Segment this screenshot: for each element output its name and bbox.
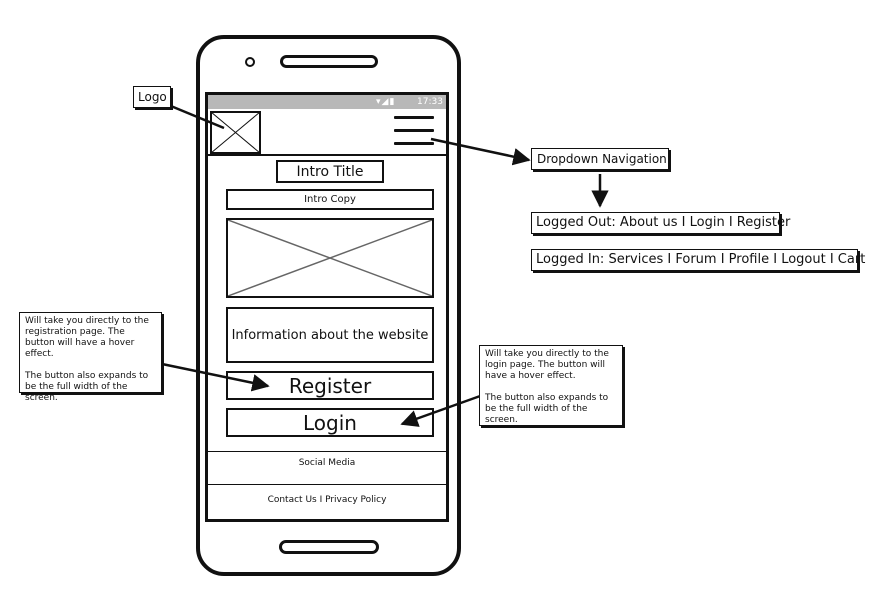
register-note: Will take you directly to the registrati…: [19, 312, 162, 403]
register-note-text: Will take you directly to the registrati…: [25, 316, 149, 359]
logo-placeholder[interactable]: [210, 111, 261, 154]
logged-out-nav-items: Logged Out: About us I Login I Register: [531, 212, 790, 234]
image-placeholder-icon: [227, 219, 433, 297]
logo-label: Logo: [133, 86, 171, 108]
status-bar: [208, 95, 446, 109]
dropdown-arrow: [430, 137, 531, 166]
hero-image-placeholder: [226, 218, 434, 298]
footer-social-media[interactable]: Social Media: [298, 458, 356, 468]
footer-divider: [208, 451, 446, 452]
status-time: 17:33: [417, 97, 443, 107]
login-button[interactable]: Login: [226, 408, 434, 437]
logo-arrow: [165, 102, 225, 130]
register-note-text: The button also expands to be the full w…: [25, 371, 149, 403]
status-icons: ▾◢▮: [376, 97, 396, 107]
hamburger-menu-icon[interactable]: [394, 116, 434, 148]
logged-in-nav-items: Logged In: Services I Forum I Profile I …: [531, 249, 865, 271]
home-button[interactable]: [279, 540, 379, 554]
login-note: Will take you directly to the login page…: [479, 345, 623, 426]
login-note-text: The button also expands to be the full w…: [485, 393, 609, 425]
camera-icon: [245, 57, 255, 67]
speaker-slot: [280, 55, 378, 68]
footer-links[interactable]: Contact Us I Privacy Policy: [267, 495, 387, 505]
image-placeholder-icon: [210, 111, 261, 154]
intro-title: Intro Title: [276, 160, 384, 183]
header-divider: [208, 154, 446, 156]
footer-divider: [208, 484, 446, 485]
website-info: Information about the website: [226, 307, 434, 363]
intro-copy: Intro Copy: [226, 189, 434, 210]
login-arrow: [400, 393, 484, 427]
dropdown-navigation-label: Dropdown Navigation: [531, 148, 669, 170]
login-note-text: Will take you directly to the login page…: [485, 349, 609, 381]
register-arrow: [161, 362, 270, 392]
